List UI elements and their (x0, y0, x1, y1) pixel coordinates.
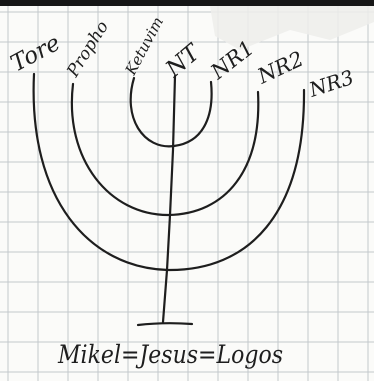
label-nt: NT (160, 39, 206, 83)
label-nr3: NR3 (305, 65, 356, 102)
branch-prophets (70, 82, 260, 217)
page-top-edge (0, 0, 374, 50)
branch-ketuvim (129, 76, 213, 148)
caption: Mikel=Jesus=Logos (57, 340, 283, 369)
label-nr2: NR2 (253, 47, 307, 89)
base (136, 322, 194, 327)
label-tore: Tore (7, 30, 65, 77)
menorah (32, 72, 306, 327)
stem (161, 74, 177, 324)
